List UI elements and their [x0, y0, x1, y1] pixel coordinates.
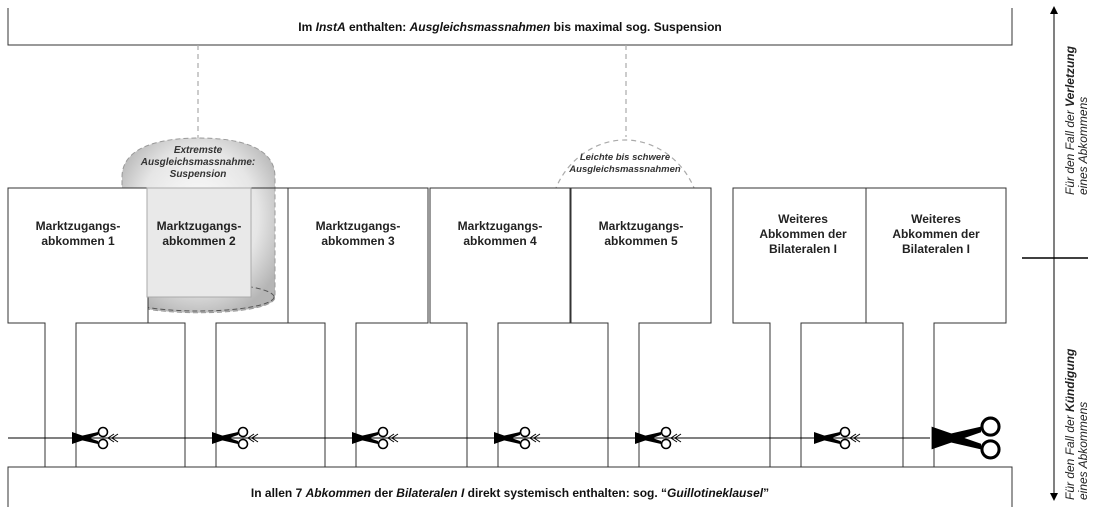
agreement-2-inner-box [146, 187, 252, 298]
agreement-label-7: Weiteres Abkommen der Bilateralen I [892, 212, 980, 256]
scissors-icon-small-2 [212, 426, 249, 450]
violation-side-label: Für den Fall der Verletzung eines Abkomm… [1063, 46, 1090, 195]
scissors-icon-small-4 [494, 426, 531, 450]
agreement-pillar-6 [732, 187, 874, 467]
scissors-icon-small-1 [72, 426, 109, 450]
agreement-pillar-3 [287, 187, 429, 467]
scissors-icon-small-3 [352, 426, 389, 450]
chain-arrowhead-1 [107, 433, 119, 443]
agreement-pillar-5 [570, 187, 712, 467]
termination-side-label: Für den Fall der Kündigung eines Abkomme… [1063, 348, 1090, 500]
agreement-label-3: Marktzugangs- abkommen 3 [315, 219, 401, 248]
agreement-label-2: Marktzugangs- abkommen 2 [156, 219, 242, 248]
side-arrow-head-bottom [1050, 493, 1058, 501]
bottom-banner-frame [7, 466, 1013, 507]
measures-annotation: Leichte bis schwere Ausgleichsmassnahmen [569, 152, 681, 175]
scissors-icon-small-5 [635, 426, 672, 450]
top-banner-frame [7, 8, 1013, 46]
agreement-label-5: Marktzugangs- abkommen 5 [598, 219, 684, 248]
bottom-banner-text: In allen 7 Abkommen der Bilateralen I di… [250, 486, 770, 500]
agreement-label-1: Marktzugangs- abkommen 1 [35, 219, 121, 248]
agreement-label-4: Marktzugangs- abkommen 4 [457, 219, 543, 248]
suspension-annotation: Extremste Ausgleichsmassnahme: Suspensio… [140, 145, 256, 180]
measures-arc [549, 139, 701, 219]
chain-arrowhead-5 [670, 433, 682, 443]
agreement-pillar-1 [7, 187, 149, 467]
chain-arrowhead-3 [387, 433, 399, 443]
chain-arrowhead-2 [247, 433, 259, 443]
top-banner-text: Im InstA enthalten: Ausgleichsmassnahmen… [298, 20, 722, 34]
side-arrow-head-top [1050, 6, 1058, 14]
chain-arrowhead-4 [529, 433, 541, 443]
scissors-icon-large [931, 416, 1001, 460]
chain-arrowhead-6 [849, 433, 861, 443]
agreement-pillar-4 [429, 187, 571, 467]
agreement-pillar-7 [865, 187, 1007, 467]
scissors-icon-small-6 [814, 426, 851, 450]
agreement-label-6: Weiteres Abkommen der Bilateralen I [759, 212, 847, 256]
